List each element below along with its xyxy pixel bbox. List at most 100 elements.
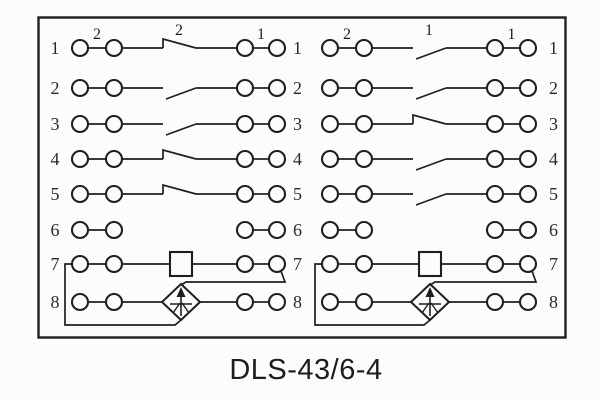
arrester-arrow-head bbox=[425, 287, 435, 297]
contact-group-number: 2 bbox=[175, 22, 183, 39]
terminal-circle bbox=[104, 38, 124, 58]
row-number-right: 6 bbox=[549, 220, 558, 240]
row-number-left: 2 bbox=[51, 78, 60, 98]
terminal-circle bbox=[320, 220, 340, 240]
terminal-circle bbox=[70, 114, 90, 134]
terminal-circle bbox=[485, 78, 505, 98]
terminal-circle bbox=[70, 184, 90, 204]
terminal-circle bbox=[320, 184, 340, 204]
terminal-circle bbox=[354, 38, 374, 58]
terminal-row-right-2: 2 bbox=[320, 78, 558, 100]
terminal-circle bbox=[267, 292, 287, 312]
terminal-row-right-8: 8 bbox=[314, 263, 558, 326]
row-number-left: 6 bbox=[51, 220, 60, 240]
terminal-circle bbox=[354, 114, 374, 134]
terminal-circle bbox=[485, 292, 505, 312]
row-number-left: 4 bbox=[51, 149, 60, 169]
terminal-row-right-1: 1 bbox=[320, 38, 558, 60]
terminal-circle bbox=[104, 149, 124, 169]
terminal-circle bbox=[235, 292, 255, 312]
terminal-row-right-6: 6 bbox=[320, 220, 558, 240]
terminal-circle bbox=[518, 114, 538, 134]
terminal-circle bbox=[485, 114, 505, 134]
terminal-circle bbox=[70, 149, 90, 169]
terminal-circle bbox=[267, 149, 287, 169]
terminal-circle bbox=[354, 184, 374, 204]
terminal-circle bbox=[485, 184, 505, 204]
contact-blade-tick bbox=[162, 37, 197, 49]
terminal-circle bbox=[267, 184, 287, 204]
contact-group-number: 2 bbox=[93, 26, 101, 43]
contact-blade-tick bbox=[412, 113, 447, 125]
terminal-circle bbox=[518, 38, 538, 58]
terminal-circle bbox=[485, 38, 505, 58]
terminal-circle bbox=[320, 254, 340, 274]
terminal-circle bbox=[104, 114, 124, 134]
row-number-right: 2 bbox=[549, 78, 558, 98]
terminal-circle bbox=[518, 292, 538, 312]
row-number-left: 7 bbox=[51, 254, 60, 274]
row-number-left: 5 bbox=[51, 184, 60, 204]
terminal-circle bbox=[235, 149, 255, 169]
row-number-right: 8 bbox=[549, 292, 558, 312]
row-number-right: 7 bbox=[549, 254, 558, 274]
arrester-arrow-head bbox=[176, 287, 186, 297]
row-number-right: 4 bbox=[293, 149, 302, 169]
terminal-circle bbox=[354, 220, 374, 240]
arrester-whisker bbox=[421, 302, 430, 314]
terminal-circle bbox=[485, 149, 505, 169]
row-number-right: 4 bbox=[549, 149, 558, 169]
row-number-right: 8 bbox=[293, 292, 302, 312]
wire-bracket-top bbox=[429, 270, 538, 286]
terminal-circle bbox=[354, 78, 374, 98]
row-number-left: 8 bbox=[51, 292, 60, 312]
terminal-circle bbox=[354, 149, 374, 169]
terminal-circle bbox=[267, 114, 287, 134]
resistor-icon bbox=[417, 250, 443, 278]
terminal-row-right-3: 3 bbox=[320, 113, 558, 134]
contact-group-number: 1 bbox=[425, 22, 433, 39]
terminal-circle bbox=[518, 254, 538, 274]
contact-blade-tick bbox=[162, 148, 197, 160]
terminal-circle bbox=[267, 220, 287, 240]
terminal-circle bbox=[70, 78, 90, 98]
terminal-circle bbox=[104, 292, 124, 312]
row-number-right: 5 bbox=[293, 184, 302, 204]
terminal-circle bbox=[267, 38, 287, 58]
contact-blade bbox=[165, 123, 197, 136]
contact-group-number: 1 bbox=[257, 26, 265, 43]
wire-bracket-top bbox=[180, 270, 287, 286]
contact-blade bbox=[415, 193, 447, 206]
terminal-row-right-7: 7 bbox=[320, 250, 558, 278]
row-number-left: 3 bbox=[51, 114, 60, 134]
row-number-left: 1 bbox=[51, 38, 60, 58]
terminal-circle bbox=[320, 114, 340, 134]
row-number-right: 1 bbox=[293, 38, 302, 58]
terminal-circle bbox=[70, 292, 90, 312]
terminal-circle bbox=[320, 292, 340, 312]
terminal-circle bbox=[485, 254, 505, 274]
contact-blade-tick bbox=[162, 183, 197, 195]
terminal-circle bbox=[235, 114, 255, 134]
terminal-row-right-4: 4 bbox=[320, 149, 558, 171]
contact-blade bbox=[415, 47, 447, 60]
diagram-frame-border bbox=[37, 16, 567, 339]
row-number-right: 3 bbox=[549, 114, 558, 134]
row-number-right: 5 bbox=[549, 184, 558, 204]
row-number-right: 3 bbox=[293, 114, 302, 134]
terminal-circle bbox=[518, 78, 538, 98]
terminal-circle bbox=[267, 254, 287, 274]
row-number-right: 1 bbox=[549, 38, 558, 58]
row-number-right: 7 bbox=[293, 254, 302, 274]
terminal-circle bbox=[104, 254, 124, 274]
terminal-circle bbox=[354, 292, 374, 312]
